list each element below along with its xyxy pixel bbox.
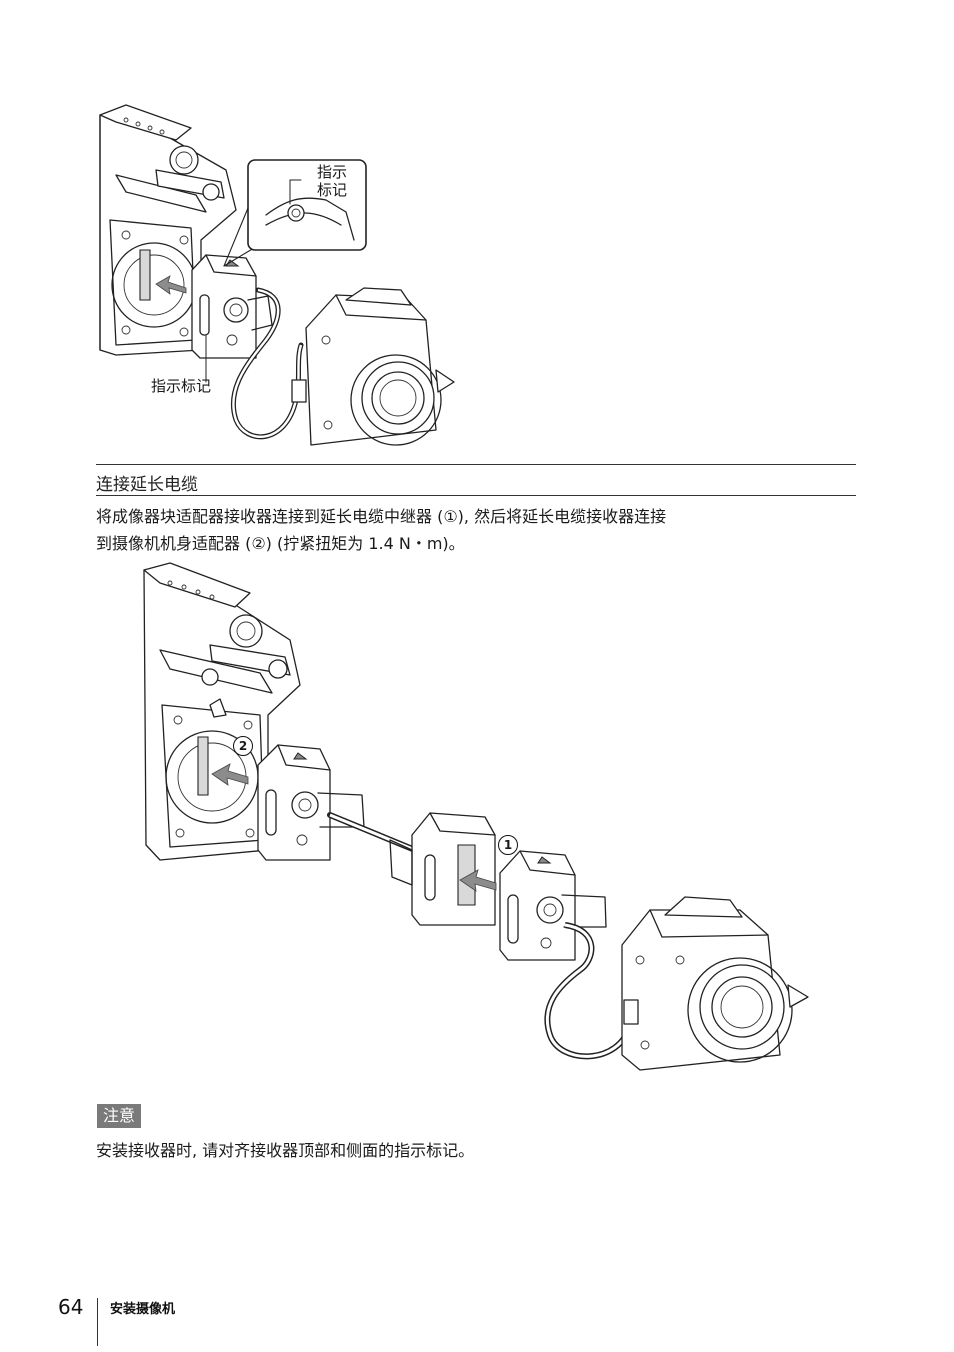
- note-text: 安装接收器时, 请对齐接收器顶部和侧面的指示标记。: [96, 1141, 475, 1160]
- footer-section-title: 安装摄像机: [110, 1302, 176, 1317]
- instruction-line-2: 到摄像机机身适配器 (②) (拧紧扭矩为 1.4 N・m)。: [96, 534, 465, 553]
- figure-2: 2 1: [140, 565, 820, 1095]
- section-heading: 连接延长电缆: [96, 475, 198, 495]
- figure-2-illustration: [140, 565, 820, 1095]
- section-rule-bottom: [96, 495, 856, 496]
- instruction-paragraph: 将成像器块适配器接收器连接到延长电缆中继器 (①), 然后将延长电缆接收器连接 …: [96, 503, 856, 557]
- callout-indicator-mark-label: 指示 标记: [317, 163, 348, 199]
- page-number: 64: [58, 1295, 84, 1319]
- footer-divider: [97, 1298, 98, 1346]
- section-rule-top: [96, 464, 856, 465]
- figure-1: 指示 标记 指示标记: [96, 100, 476, 450]
- note-label: 注意: [97, 1104, 142, 1128]
- indicator-mark-label: 指示标记: [151, 377, 212, 395]
- step-marker-1: 1: [498, 835, 518, 855]
- instruction-line-1: 将成像器块适配器接收器连接到延长电缆中继器 (①), 然后将延长电缆接收器连接: [96, 507, 667, 526]
- step-marker-2: 2: [233, 736, 253, 756]
- figure-1-illustration: [96, 100, 476, 450]
